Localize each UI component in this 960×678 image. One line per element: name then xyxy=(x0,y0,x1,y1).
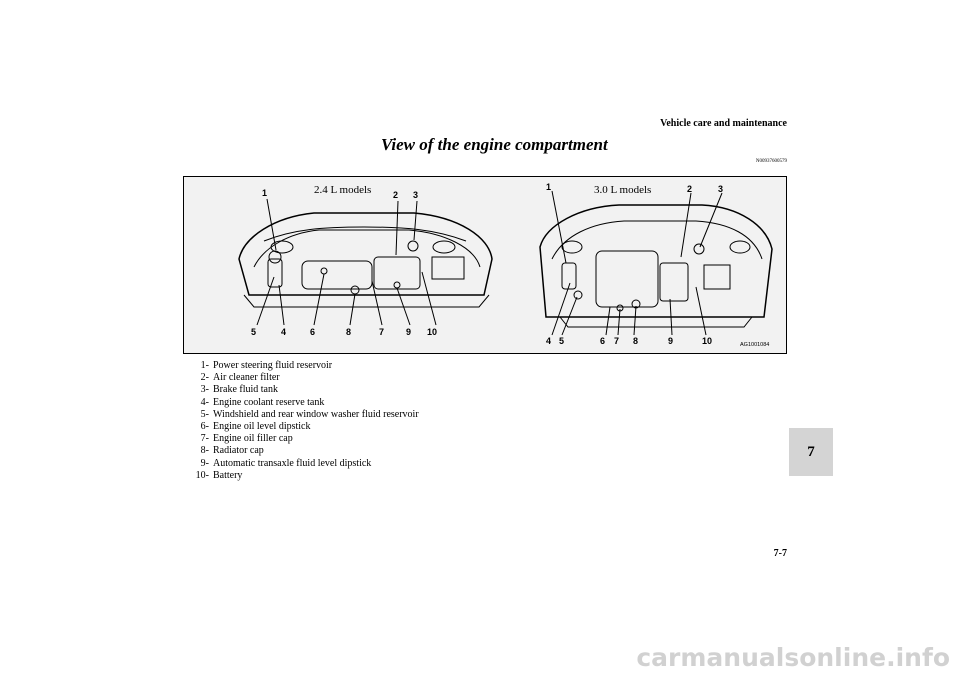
figure-code: AG1001084 xyxy=(740,342,770,348)
legend-number: 1- xyxy=(200,360,209,371)
callout-right-2: 2 xyxy=(687,184,693,194)
legend-item: 4- Engine coolant reserve tank xyxy=(183,397,583,409)
legend-number: 4- xyxy=(200,396,209,408)
legend-item: 7- Engine oil filler cap xyxy=(183,433,583,445)
legend-label: Windshield and rear window washer fluid … xyxy=(213,408,419,420)
callout-left-7: 7 xyxy=(379,327,385,337)
legend-number: 8- xyxy=(200,445,209,457)
legend-label: Brake fluid tank xyxy=(213,384,278,396)
legend-item: 9- Automatic transaxle fluid level dipsti… xyxy=(183,458,583,470)
callout-right-9: 9 xyxy=(668,336,674,346)
callout-left-1: 1 xyxy=(262,188,268,198)
legend-number: 5- xyxy=(200,408,209,420)
legend-item: 2- Air cleaner filter xyxy=(183,372,583,384)
callout-left-10: 10 xyxy=(427,327,438,337)
reference-code: N00937600579 xyxy=(755,159,787,164)
callout-left-2: 2 xyxy=(393,190,399,200)
callout-right-3: 3 xyxy=(718,184,724,194)
callout-left-6: 6 xyxy=(310,327,316,337)
callout-left-4: 4 xyxy=(281,327,287,337)
legend-label: Power steering fluid reservoir xyxy=(213,360,333,371)
legend-item: 8- Radiator cap xyxy=(183,445,583,457)
engine-compartment-figure: 2.4 L models 3.0 L models 1 2 3 5 4 6 8 … xyxy=(183,176,787,354)
callout-right-7: 7 xyxy=(614,336,620,346)
legend-number: 7- xyxy=(200,433,209,445)
callout-left-9: 9 xyxy=(406,327,412,337)
legend-label: Engine oil filler cap xyxy=(213,433,293,445)
callout-right-5: 5 xyxy=(559,336,565,346)
callout-left-3: 3 xyxy=(413,190,419,200)
legend-label: Engine oil level dipstick xyxy=(213,421,311,433)
chapter-tab-number: 7 xyxy=(807,443,815,460)
callout-right-4: 4 xyxy=(546,336,552,346)
callout-right-1: 1 xyxy=(546,182,552,192)
legend-label: Radiator cap xyxy=(213,445,264,457)
legend-label: Air cleaner filter xyxy=(213,372,280,384)
legend-number: 3- xyxy=(200,384,209,396)
legend-label: Engine coolant reserve tank xyxy=(213,396,325,408)
right-model-label: 3.0 L models xyxy=(594,184,652,196)
callout-left-8: 8 xyxy=(346,327,352,337)
watermark: carmanualsonline.info xyxy=(636,643,950,672)
callout-right-8: 8 xyxy=(633,336,639,346)
callout-right-10: 10 xyxy=(702,336,713,346)
legend-label: Battery xyxy=(213,469,243,481)
engine-illustration xyxy=(238,190,773,336)
legend-item: 1- Power steering fluid reservoir xyxy=(183,360,583,372)
left-model-label: 2.4 L models xyxy=(314,184,372,196)
legend-label: Automatic transaxle fluid level dipstick xyxy=(213,457,372,469)
legend-item: 5- Windshield and rear window washer flui… xyxy=(183,409,583,421)
section-header: Vehicle care and maintenance xyxy=(660,118,787,129)
legend-number: 6- xyxy=(200,421,209,433)
legend-item: 6- Engine oil level dipstick xyxy=(183,421,583,433)
callout-left-5: 5 xyxy=(251,327,257,337)
callout-right-6: 6 xyxy=(600,336,606,346)
page-number: 7-7 xyxy=(773,548,787,559)
legend-number: 2- xyxy=(200,372,209,384)
legend-number: 9- xyxy=(200,457,209,469)
legend-number: 10- xyxy=(195,469,209,481)
page-title: View of the engine compartment xyxy=(381,135,608,154)
parts-legend: 1- Power steering fluid reservoir 2- Air c… xyxy=(183,360,583,482)
legend-item: 3- Brake fluid tank xyxy=(183,384,583,396)
legend-item: 10- Battery xyxy=(183,470,583,482)
chapter-tab: 7 xyxy=(789,428,833,476)
